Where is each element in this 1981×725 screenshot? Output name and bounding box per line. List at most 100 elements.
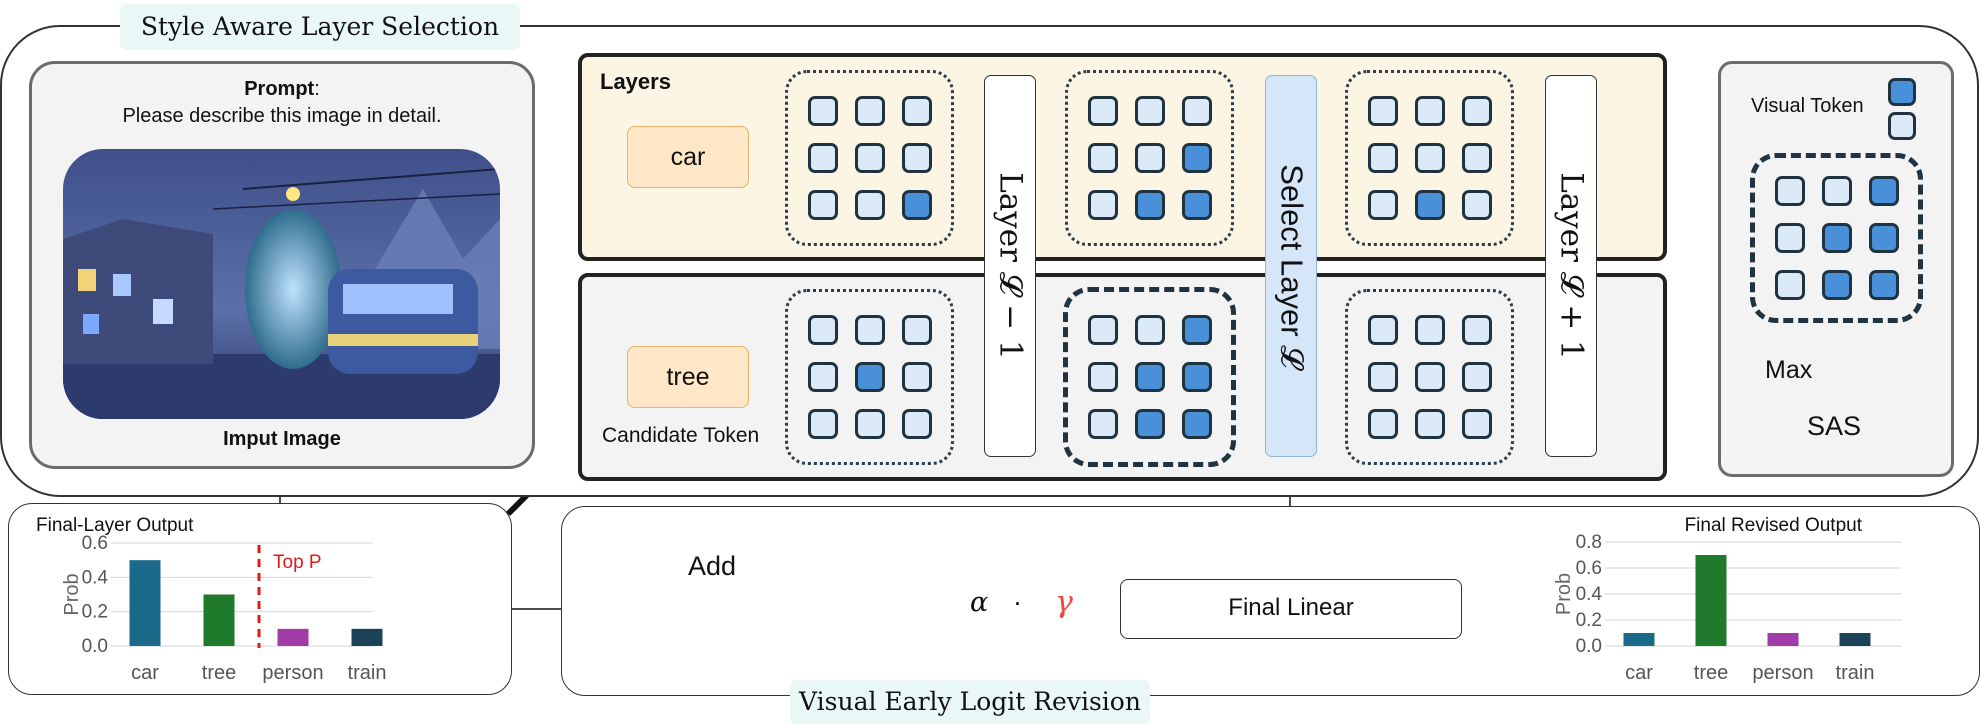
visual-token [1461, 409, 1492, 439]
visual-token [807, 96, 838, 126]
visual-token [901, 96, 932, 126]
select-layer-bar: Select Layer 𝓛 [1265, 75, 1317, 457]
layer-next-label: Layer 𝓛 + 1 [1553, 172, 1590, 360]
visual-token-active [1181, 315, 1212, 345]
x-tick-label: person [262, 662, 323, 684]
x-tick-label: car [1625, 662, 1653, 684]
visual-token [1414, 96, 1445, 126]
prompt-heading: Prompt [244, 78, 315, 100]
final-layer-output-panel [8, 503, 512, 695]
visual-token [807, 362, 838, 392]
visual-token-active [1134, 362, 1165, 392]
visual-token [1134, 96, 1165, 126]
grid-top-1 [785, 70, 954, 246]
grid-top-3 [1345, 70, 1514, 246]
chart-title: Final-Layer Output [36, 515, 194, 536]
visual-token-active [1181, 143, 1212, 173]
visual-token [1461, 96, 1492, 126]
visual-token [1367, 315, 1398, 345]
visual-token [1414, 315, 1445, 345]
visual-token [854, 143, 885, 173]
bar-person [277, 628, 309, 646]
visual-token [1461, 143, 1492, 173]
x-tick-label: train [348, 662, 387, 684]
visual-token [1414, 362, 1445, 392]
select-layer-label: Select Layer 𝓛 [1274, 164, 1310, 368]
dot-operator: · [1013, 587, 1022, 617]
section-title-style-aware: Style Aware Layer Selection [120, 4, 520, 50]
visual-token [901, 143, 932, 173]
visual-token [1774, 270, 1805, 300]
bar-car [1623, 633, 1655, 646]
final-revised-output-chart: Final Revised Output0.00.20.40.60.8Probc… [1553, 515, 1902, 684]
y-tick-label: 0.4 [82, 567, 109, 588]
visual-token [854, 409, 885, 439]
y-axis-label: Prob [61, 573, 83, 615]
visual-token-active [1134, 409, 1165, 439]
grid-bottom-3 [1345, 289, 1514, 465]
prompt-panel: Prompt: Please describe this image in de… [29, 61, 535, 469]
visual-token-legend-label: Visual Token [1751, 95, 1864, 117]
legend-token-off-icon [1888, 112, 1916, 140]
visual-token [1774, 176, 1805, 206]
input-image [63, 149, 500, 419]
visual-token [1087, 362, 1118, 392]
visual-token-active [1181, 409, 1212, 439]
layer-next-bar: Layer 𝓛 + 1 [1545, 75, 1597, 457]
sas-label: SAS [1807, 411, 1862, 441]
visual-token-active [1868, 270, 1899, 300]
visual-token-active [1868, 223, 1899, 253]
sas-grid [1750, 153, 1923, 323]
visual-token [1181, 96, 1212, 126]
visual-token-active [1868, 176, 1899, 206]
grid-bottom-2-selected [1063, 287, 1236, 467]
visual-token [854, 190, 885, 220]
bar-train [1839, 633, 1871, 646]
visual-token [807, 190, 838, 220]
visual-token [1461, 190, 1492, 220]
y-tick-label: 0.2 [1576, 610, 1602, 631]
visual-token-active [1414, 190, 1445, 220]
visual-token [854, 96, 885, 126]
y-tick-label: 0.4 [1576, 584, 1603, 605]
candidate-token-label: Candidate Token [602, 424, 760, 447]
visual-token [854, 315, 885, 345]
x-tick-label: person [1752, 662, 1813, 684]
visual-token [1461, 362, 1492, 392]
visual-token-active [1821, 223, 1852, 253]
add-label: Add [688, 551, 737, 581]
visual-token-active [1821, 270, 1852, 300]
visual-token [1821, 176, 1852, 206]
visual-token [1134, 143, 1165, 173]
top-p-label: Top P [273, 552, 322, 573]
visual-token [1087, 409, 1118, 439]
visual-token [901, 315, 932, 345]
visual-token [1461, 315, 1492, 345]
visual-token [1087, 315, 1118, 345]
layer-prev-bar: Layer 𝓛 − 1 [984, 75, 1036, 457]
visual-token-active [901, 190, 932, 220]
visual-token [1134, 315, 1165, 345]
x-tick-label: train [1836, 662, 1875, 684]
visual-token [807, 143, 838, 173]
visual-token-active [854, 362, 885, 392]
prompt-text: Please describe this image in detail. [122, 105, 442, 127]
layer-prev-label: Layer 𝓛 − 1 [992, 172, 1029, 360]
layers-title: Layers [600, 69, 671, 94]
gamma-symbol: γ [1055, 585, 1073, 620]
chart-title: Final Revised Output [1685, 515, 1863, 536]
image-caption: Imput Image [223, 428, 341, 450]
y-tick-label: 0.6 [1576, 558, 1602, 579]
y-tick-label: 0.6 [82, 533, 108, 554]
prompt-colon: : [314, 78, 320, 100]
visual-token-active [1181, 362, 1212, 392]
visual-token-active [1134, 190, 1165, 220]
visual-token [901, 409, 932, 439]
visual-token [1414, 409, 1445, 439]
bar-tree [203, 594, 235, 646]
alpha-symbol: α [970, 587, 989, 618]
x-tick-label: car [131, 662, 159, 684]
bar-car [129, 560, 161, 646]
